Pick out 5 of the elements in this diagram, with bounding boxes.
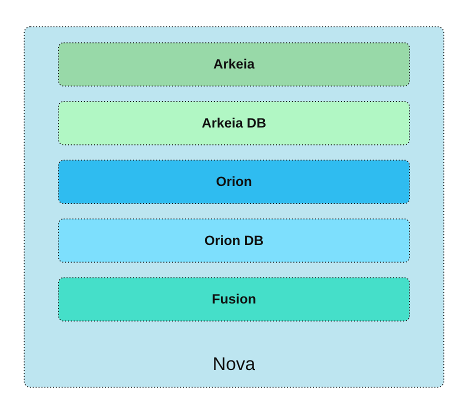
node-box: Fusion (58, 277, 410, 322)
node-box: Arkeia (58, 42, 410, 87)
node-box: Arkeia DB (58, 100, 410, 146)
node-box: Orion (58, 160, 410, 204)
node-box: Orion DB (58, 218, 410, 263)
